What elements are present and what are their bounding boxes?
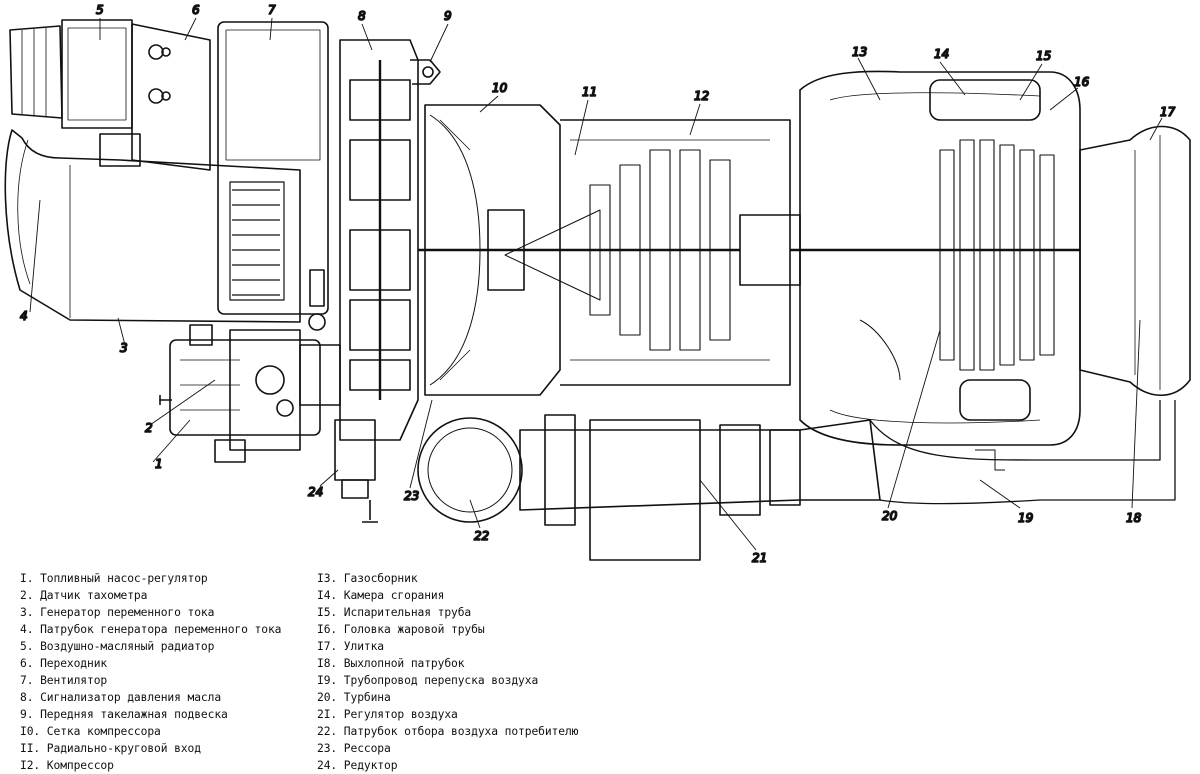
legend-item: I5. Испарительная труба bbox=[317, 606, 472, 619]
callout-labels: 1 2 3 4 5 6 7 8 9 10 11 12 13 14 15 16 1… bbox=[19, 2, 1176, 565]
legend-item: I2. Компрессор bbox=[20, 759, 114, 772]
legend-item: 9. Передняя такелажная подвеска bbox=[20, 708, 228, 721]
callout-3: 3 bbox=[120, 341, 128, 355]
legend-item: 4. Патрубок генератора переменного тока bbox=[20, 623, 282, 636]
callout-6: 6 bbox=[192, 3, 200, 17]
callout-18: 18 bbox=[1126, 511, 1142, 525]
callout-1: 1 bbox=[155, 457, 163, 471]
reduction-gearbox bbox=[308, 39, 441, 523]
callout-10: 10 bbox=[492, 81, 508, 95]
legend-column-right: I3. Газосборник I4. Камера сгорания I5. … bbox=[317, 570, 578, 774]
legend-item: 20. Турбина bbox=[317, 691, 391, 704]
legend-item: 3. Генератор переменного тока bbox=[20, 606, 215, 619]
callout-21: 21 bbox=[752, 551, 767, 565]
callout-24: 24 bbox=[308, 485, 323, 499]
legend-item: 2. Датчик тахометра bbox=[20, 589, 148, 602]
callout-17: 17 bbox=[1160, 105, 1176, 119]
legend-item: I3. Газосборник bbox=[317, 572, 418, 585]
callout-4: 4 bbox=[20, 309, 28, 323]
legend-column-left: I. Топливный насос-регулятор 2. Датчик т… bbox=[20, 570, 281, 774]
callout-8: 8 bbox=[358, 9, 366, 23]
callout-5: 5 bbox=[96, 3, 104, 17]
callout-19: 19 bbox=[1018, 511, 1033, 525]
legend-item: I4. Камера сгорания bbox=[317, 589, 445, 602]
callout-15: 15 bbox=[1036, 49, 1051, 63]
legend-item: I0. Сетка компрессора bbox=[20, 725, 161, 738]
engine-cross-section-drawing: 1 2 3 4 5 6 7 8 9 10 11 12 13 14 15 16 1… bbox=[4, 2, 1191, 565]
callout-14: 14 bbox=[934, 47, 949, 61]
callout-7: 7 bbox=[268, 3, 276, 17]
callout-2: 2 bbox=[145, 421, 153, 435]
combustor-turbine-section bbox=[739, 70, 1191, 446]
legend-item: I9. Трубопровод перепуска воздуха bbox=[317, 674, 539, 687]
legend-item: 7. Вентилятор bbox=[20, 674, 108, 687]
legend-item: 6. Переходник bbox=[20, 657, 108, 670]
callout-23: 23 bbox=[404, 489, 419, 503]
legend-item: I7. Улитка bbox=[317, 640, 385, 653]
compressor-section bbox=[418, 104, 791, 396]
fuel-pump-regulator bbox=[159, 324, 341, 463]
legend-item: 23. Рессора bbox=[317, 742, 391, 755]
legend-item: II. Радиально-круговой вход bbox=[20, 742, 201, 755]
callout-9: 9 bbox=[444, 9, 452, 23]
legend-item: 8. Сигнализатор давления масла bbox=[20, 691, 222, 704]
legend-item: 24. Редуктор bbox=[317, 759, 398, 772]
air-bypass-ducting bbox=[417, 400, 1176, 561]
legend-item: I8. Выхлопной патрубок bbox=[317, 657, 465, 670]
callout-13: 13 bbox=[852, 45, 867, 59]
legend-item: 5. Воздушно-масляный радиатор bbox=[20, 640, 215, 653]
callout-11: 11 bbox=[582, 85, 597, 99]
legend-item: I. Топливный насос-регулятор bbox=[20, 572, 208, 585]
parts-legend: I. Топливный насос-регулятор 2. Датчик т… bbox=[0, 565, 1200, 772]
legend-item: I6. Головка жаровой трубы bbox=[317, 623, 485, 636]
alternator-assembly bbox=[4, 19, 329, 323]
callout-20: 20 bbox=[882, 509, 898, 523]
legend-item: 2I. Регулятор воздуха bbox=[317, 708, 458, 721]
legend-item: 22. Патрубок отбора воздуха потребителю bbox=[317, 725, 579, 738]
callout-16: 16 bbox=[1074, 75, 1090, 89]
callout-22: 22 bbox=[474, 529, 489, 543]
callout-12: 12 bbox=[694, 89, 709, 103]
leader-lines bbox=[29, 17, 1163, 551]
